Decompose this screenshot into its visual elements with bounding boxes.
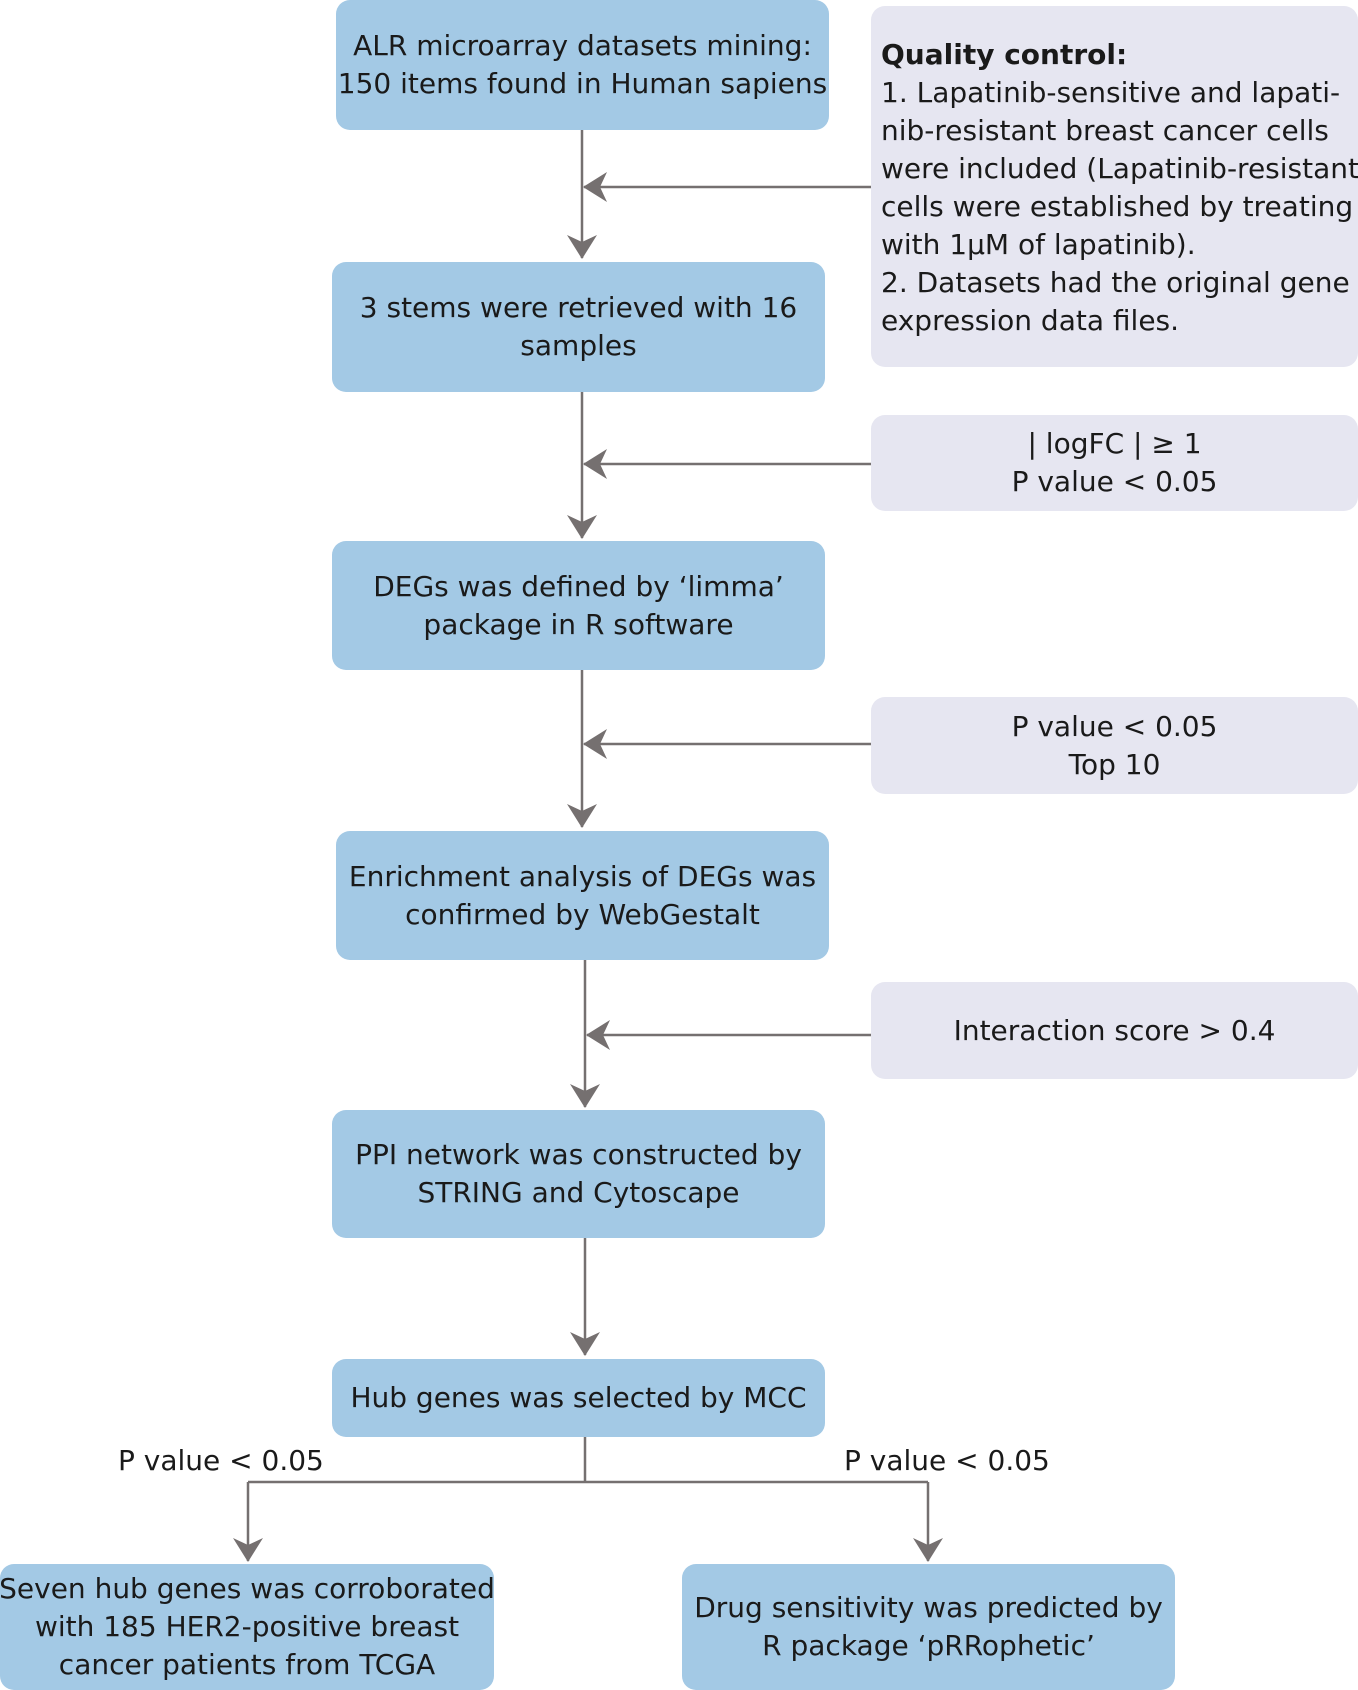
step-drug-sensitivity: Drug sensitivity was predicted by R pack… — [682, 1564, 1175, 1690]
step-dataset-mining: ALR microarray datasets mining: 150 item… — [336, 0, 829, 130]
criteria-text-line: Interaction score > 0.4 — [953, 1013, 1276, 1047]
criteria-text-line: with 1μM of lapatinib). — [881, 228, 1196, 261]
step-text-line: PPI network was constructed by — [355, 1138, 802, 1171]
criteria-text-line: 1. Lapatinib-sensitive and lapati- — [881, 76, 1341, 109]
criteria-text-line: were included (Lapatinib-resistant — [881, 152, 1358, 185]
step-samples-retrieved: 3 stems were retrieved with 16 samples — [332, 262, 825, 392]
branch-line — [248, 1437, 928, 1484]
step-enrichment-analysis: Enrichment analysis of DEGs was confirme… — [336, 831, 829, 960]
step-text-line: Drug sensitivity was predicted by — [694, 1591, 1163, 1624]
criteria-text-line: 2. Datasets had the original gene — [881, 266, 1350, 299]
criteria-text-line: | logFC | ≥ 1 — [1027, 427, 1202, 460]
criteria-text-line: nib-resistant breast cancer cells — [881, 114, 1329, 147]
step-text-line: Hub genes was selected by MCC — [350, 1381, 807, 1414]
step-text-line: 3 stems were retrieved with 16 — [359, 291, 798, 324]
step-text-line: DEGs was defined by ‘limma’ — [373, 569, 784, 603]
step-ppi-network: PPI network was constructed by STRING an… — [332, 1110, 825, 1238]
step-text-line: with 185 HER2-positive breast — [34, 1610, 460, 1643]
criteria-interaction-score: Interaction score > 0.4 — [871, 982, 1358, 1079]
step-text-line: ALR microarray datasets mining: — [353, 29, 812, 62]
criteria-text-line: cells were established by treating — [881, 190, 1354, 223]
step-text-line: samples — [520, 329, 637, 362]
branch-label-left: P value < 0.05 — [118, 1444, 324, 1477]
step-text-line: Enrichment analysis of DEGs was — [348, 859, 817, 893]
branch-label-right: P value < 0.05 — [844, 1444, 1050, 1477]
step-text-line: package in R software — [423, 607, 734, 641]
step-text-line: R package ‘pRRophetic’ — [762, 1629, 1095, 1662]
step-text-line: Seven hub genes was corroborated — [0, 1572, 495, 1605]
step-text-line: cancer patients from TCGA — [58, 1648, 436, 1681]
step-degs-defined: DEGs was defined by ‘limma’ package in R… — [332, 541, 825, 670]
step-text-line: 150 items found in Human sapiens — [337, 67, 828, 100]
step-text-line: STRING and Cytoscape — [417, 1176, 740, 1209]
criteria-title: Quality control: — [881, 38, 1128, 71]
criteria-top10: P value < 0.05 Top 10 — [871, 697, 1358, 794]
criteria-quality-control: Quality control: 1. Lapatinib-sensitive … — [871, 6, 1358, 367]
criteria-text-line: Top 10 — [1068, 747, 1161, 781]
criteria-logfc: | logFC | ≥ 1 P value < 0.05 — [871, 415, 1358, 511]
criteria-text-line: P value < 0.05 — [1011, 465, 1218, 498]
criteria-text-line: P value < 0.05 — [1011, 709, 1218, 743]
step-hub-genes: Hub genes was selected by MCC — [332, 1359, 825, 1437]
step-text-line: confirmed by WebGestalt — [405, 897, 760, 931]
criteria-text-line: expression data files. — [881, 304, 1180, 337]
step-seven-hub-genes: Seven hub genes was corroborated with 18… — [0, 1564, 495, 1690]
